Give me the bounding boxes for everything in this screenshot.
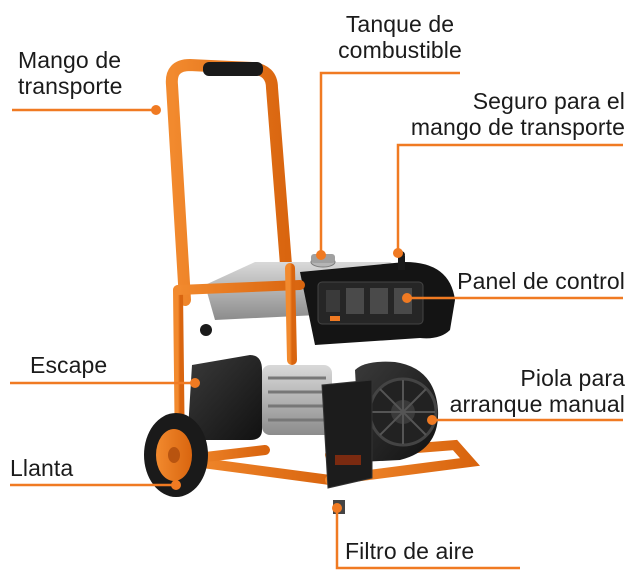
label-tanque-combustible-line2: combustible	[338, 37, 462, 63]
label-tanque-combustible-line1: Tanque de	[345, 11, 455, 37]
label-filtro-aire-text: Filtro de aire	[345, 538, 475, 564]
control-panel	[300, 251, 455, 345]
label-seguro-mango: Seguro para el mango de transporte	[380, 88, 625, 140]
label-tanque-combustible: Tanque de combustible	[330, 11, 470, 63]
transport-handle	[165, 58, 292, 306]
label-mango-transporte: Mango de transporte	[18, 47, 123, 99]
air-filter	[321, 379, 373, 514]
label-seguro-mango-line1: Seguro para el	[472, 88, 625, 114]
label-escape: Escape	[30, 352, 107, 378]
recoil-starter	[355, 361, 439, 462]
label-escape-text: Escape	[30, 352, 108, 378]
label-filtro-aire: Filtro de aire	[345, 538, 474, 564]
engine	[262, 365, 332, 435]
label-piola-arranque-line2: arranque manual	[449, 391, 625, 417]
label-mango-transporte-line1: Mango de	[18, 47, 122, 73]
label-seguro-mango-line2: mango de transporte	[410, 114, 625, 140]
label-llanta-text: Llanta	[10, 455, 74, 481]
label-piola-arranque-line1: Piola para	[520, 365, 625, 391]
label-piola-arranque: Piola para arranque manual	[420, 365, 625, 417]
callout-lines	[10, 71, 623, 570]
label-llanta: Llanta	[10, 455, 73, 481]
label-panel-control: Panel de control	[430, 268, 625, 294]
label-mango-transporte-line2: transporte	[18, 73, 123, 99]
exhaust-muffler	[188, 324, 262, 440]
wheel	[144, 413, 208, 497]
label-panel-control-text: Panel de control	[457, 268, 625, 294]
